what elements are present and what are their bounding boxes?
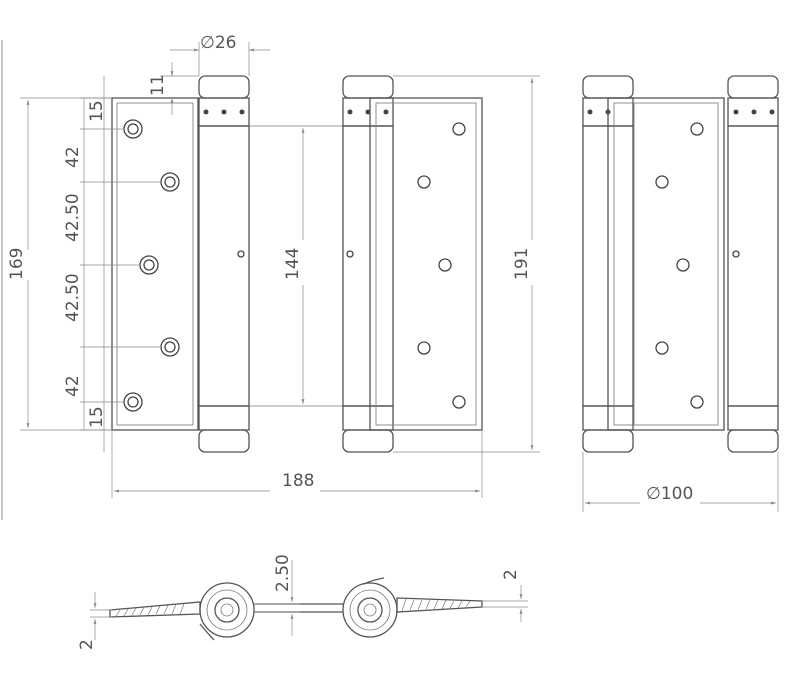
dim-knuckle-gap: 2.50 bbox=[273, 554, 293, 592]
dim-bottom-hole-margin: 15 bbox=[87, 406, 107, 428]
dim-hole-spacing-d: 42 bbox=[63, 375, 83, 397]
dim-overall-leaf-height: 169 bbox=[7, 248, 27, 280]
dim-hole-spacing-c: 42.50 bbox=[63, 273, 83, 322]
dim-leaf-thickness-left: 2 bbox=[77, 639, 97, 650]
right-leaf-plate bbox=[369, 97, 483, 431]
left-leaf-plate bbox=[111, 97, 199, 431]
right-barrel bbox=[342, 75, 394, 453]
dim-top-offset: 11 bbox=[148, 74, 168, 96]
dim-overall-width: 188 bbox=[282, 471, 314, 491]
dim-overall-height: 191 bbox=[512, 248, 532, 280]
dim-pin-diameter: ∅26 bbox=[200, 33, 236, 53]
section-dimensions: 2.50 2 2 bbox=[77, 554, 528, 650]
dim-hole-spacing-a: 42 bbox=[63, 146, 83, 168]
dim-leaf-thickness-right: 2 bbox=[501, 569, 521, 580]
top-section-view bbox=[109, 577, 483, 641]
closed-view bbox=[582, 75, 779, 453]
left-barrel bbox=[198, 75, 250, 453]
dim-top-hole-margin: 15 bbox=[87, 100, 107, 122]
left-leaf-holes bbox=[123, 119, 180, 412]
closed-dimensions: ∅100 bbox=[582, 452, 779, 512]
dim-spring-barrel-height: 144 bbox=[283, 248, 303, 280]
front-dimensions: ∅26 11 15 42 42.50 42.50 42 15 169 144 bbox=[7, 33, 540, 498]
right-leaf-holes bbox=[417, 122, 466, 409]
front-view bbox=[111, 75, 483, 453]
dim-hole-spacing-b: 42.50 bbox=[63, 193, 83, 242]
dim-closed-diameter: ∅100 bbox=[646, 484, 693, 504]
